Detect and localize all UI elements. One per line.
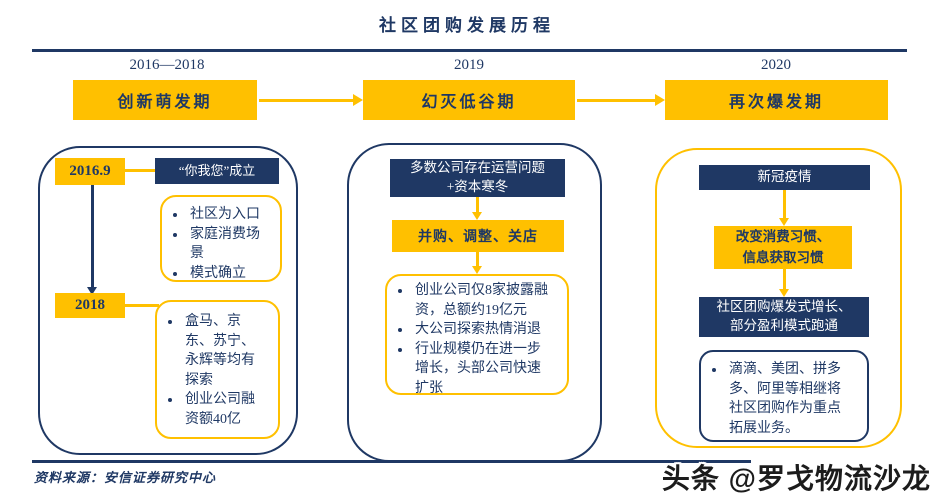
year-label-3: 2020 (761, 57, 791, 73)
arrow-shaft (476, 197, 479, 212)
arrow-head (472, 212, 482, 220)
arrow-head (353, 94, 363, 106)
date-box-2016-9: 2016.9 (55, 158, 125, 185)
bullet-item: 大公司探索热情消退 (387, 320, 548, 340)
arrow-head (87, 287, 97, 295)
arrow-head (472, 266, 482, 274)
arrow-head (655, 94, 665, 106)
stage-container-2016-2018: 2016.9 “你我您”成立 社区为入口 家庭消费场景 模式确立 2018 盒马… (38, 146, 298, 455)
arrow-shaft (783, 269, 786, 289)
footer-divider (32, 460, 751, 463)
stage-container-2020: 新冠疫情 改变消费习惯、 信息获取习惯 社区团购爆发式增长、 部分盈利模式跑通 … (655, 148, 902, 448)
title-divider (32, 49, 907, 52)
arrow-down-icon (779, 269, 790, 297)
bullet-item: 行业规模仍在进一步增长，头部公司快速扩张 (387, 340, 548, 399)
connector-line (125, 304, 159, 307)
arrow-head (779, 218, 789, 226)
bullet-item: 社区为入口 (162, 205, 268, 225)
arrow-shaft (783, 190, 786, 218)
phase-box-innovation: 创新萌发期 (73, 80, 257, 120)
bullet-box-2020: 滴滴、美团、拼多多、阿里等相继将社区团购作为重点拓展业务。 (699, 350, 869, 442)
page-title: 社区团购发展历程 (379, 16, 555, 35)
arrow-shaft (91, 185, 94, 287)
arrow-down-icon (472, 252, 483, 274)
arrow-down-icon (472, 197, 483, 220)
bullet-item: 滴滴、美团、拼多多、阿里等相继将社区团购作为重点拓展业务。 (701, 360, 843, 438)
action-box-mergers: 并购、调整、关店 (392, 220, 564, 252)
arrow-head (779, 289, 789, 297)
year-label-2: 2019 (454, 57, 484, 73)
connector-line (125, 169, 159, 172)
event-title-niwonin-founded: “你我您”成立 (155, 158, 279, 184)
arrow-right-icon (259, 94, 363, 107)
cause-box-operating-problems: 多数公司存在运营问题 +资本寒冬 (390, 159, 565, 197)
date-box-2018: 2018 (55, 293, 125, 318)
effect-box-habits: 改变消费习惯、 信息获取习惯 (714, 226, 852, 269)
bullet-list: 滴滴、美团、拼多多、阿里等相继将社区团购作为重点拓展业务。 (701, 360, 843, 438)
bullet-box-2018: 盒马、京东、苏宁、永辉等均有探索 创业公司融资额40亿 (155, 300, 280, 439)
phase-box-trough: 幻灭低谷期 (363, 80, 575, 120)
arrow-right-icon (577, 94, 665, 107)
arrow-shaft (577, 99, 655, 102)
watermark: 头条 @罗戈物流沙龙 (661, 463, 931, 494)
stage-container-2019: 多数公司存在运营问题 +资本寒冬 并购、调整、关店 创业公司仅8家披露融资，总额… (347, 143, 602, 462)
bullet-item: 创业公司仅8家披露融资，总额约19亿元 (387, 281, 548, 320)
bullet-item: 模式确立 (162, 264, 268, 284)
source-note: 资料来源：安信证券研究中心 (34, 470, 217, 485)
bullet-box-2016: 社区为入口 家庭消费场景 模式确立 (160, 195, 282, 282)
cause-box-covid: 新冠疫情 (699, 165, 870, 190)
arrow-shaft (476, 252, 479, 266)
bullet-item: 盒马、京东、苏宁、永辉等均有探索 (157, 312, 268, 390)
bullet-item: 家庭消费场景 (162, 225, 268, 264)
year-label-1: 2016—2018 (129, 57, 205, 73)
bullet-list: 创业公司仅8家披露融资，总额约19亿元 大公司探索热情消退 行业规模仍在进一步增… (387, 281, 548, 398)
result-box-explosive-growth: 社区团购爆发式增长、 部分盈利模式跑通 (699, 297, 869, 337)
phase-box-resurgence: 再次爆发期 (665, 80, 888, 120)
bullet-item: 创业公司融资额40亿 (157, 390, 268, 429)
arrow-down-icon (779, 190, 790, 226)
arrow-shaft (259, 99, 353, 102)
bullet-list: 盒马、京东、苏宁、永辉等均有探索 创业公司融资额40亿 (157, 312, 268, 429)
bullet-box-2019: 创业公司仅8家披露融资，总额约19亿元 大公司探索热情消退 行业规模仍在进一步增… (385, 274, 569, 398)
bullet-list: 社区为入口 家庭消费场景 模式确立 (162, 205, 268, 283)
arrow-down-icon (87, 185, 98, 295)
